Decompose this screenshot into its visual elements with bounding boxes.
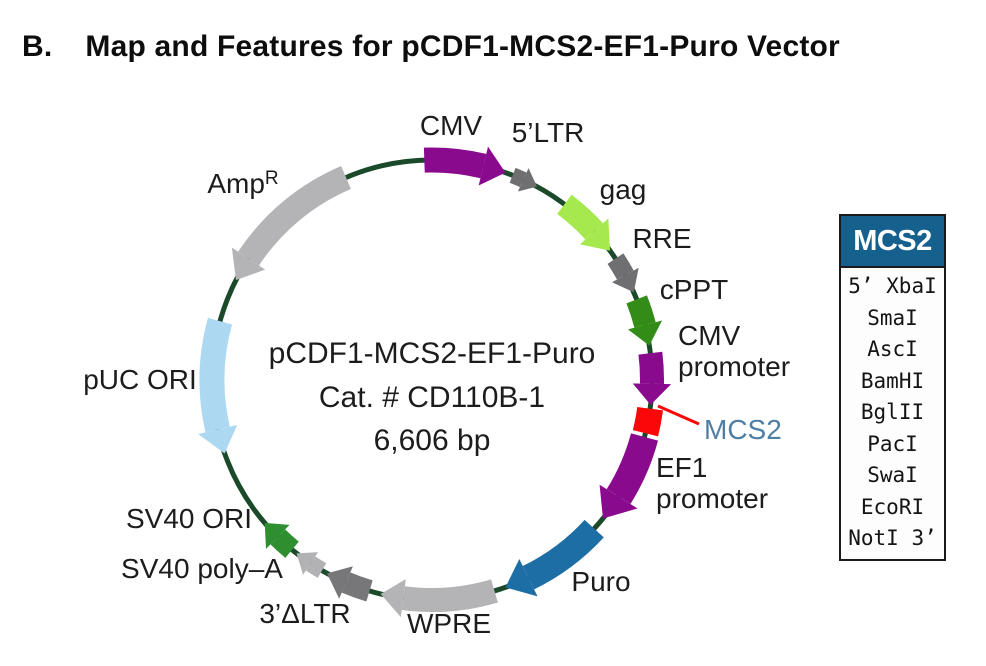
feature-arrowhead-cppt	[627, 320, 663, 346]
mcs2-site: PacI	[867, 431, 918, 456]
feature-arc-puc-ori	[199, 317, 233, 433]
plasmid-name: pCDF1-MCS2-EF1-Puro	[268, 337, 596, 370]
feature-label-cppt: cPPT	[659, 274, 729, 305]
feature-label-gag: gag	[599, 174, 647, 205]
figure-title: B. Map and Features for pCDF1-MCS2-EF1-Pu…	[22, 30, 840, 64]
mcs2-site: BglII	[860, 400, 925, 424]
mcs2-site: 5’ XbaI	[848, 274, 937, 298]
mcs2-leader-line	[657, 404, 700, 426]
feature-label-5ltr: 5’LTR	[511, 117, 585, 148]
feature-arrowhead-puc-ori	[198, 424, 238, 454]
feature-label-ampr: AmpR	[207, 168, 279, 199]
feature-label-cmv: CMV	[419, 110, 483, 141]
mcs2-site: SmaI	[867, 305, 918, 330]
feature-arrowhead-sv40-polya	[296, 552, 319, 575]
plasmid-size: 6,606 bp	[373, 424, 491, 457]
feature-arc-sv40-ori	[270, 529, 299, 558]
feature-label-puc-ori: pUC ORI	[83, 364, 197, 395]
feature-arrowhead-gag	[580, 218, 610, 251]
mcs2-site: NotI 3’	[848, 526, 937, 550]
feature-arrowhead-puro	[505, 559, 538, 597]
plasmid-center-text: pCDF1-MCS2-EF1-Puro Cat. # CD110B-1 6,60…	[269, 332, 596, 463]
feature-label-sv40-ori: SV40 ORI	[125, 503, 253, 534]
mcs2-site: EcoRI	[860, 494, 925, 519]
feature-arc-gag	[556, 194, 604, 240]
mcs2-site: AscI	[867, 337, 918, 361]
feature-label-mcs2: MCS2	[704, 414, 782, 445]
feature-arrowhead-3dltr	[327, 566, 353, 599]
feature-arrowhead-cmv	[478, 146, 506, 186]
feature-arc-3dltr	[341, 572, 373, 602]
feature-arc-ef1-promoter	[606, 433, 659, 504]
feature-arc-cppt	[626, 295, 656, 328]
mcs2-box: MCS2 5’ XbaI SmaI AscI BamHI BglII PacI SwaI Ec…	[839, 214, 946, 561]
mcs2-box-header: MCS2	[841, 216, 944, 268]
feature-label-superscript: R	[264, 168, 279, 189]
figure-index: B.	[22, 30, 53, 63]
feature-arrowhead-rre	[611, 267, 639, 293]
feature-arrowhead-5ltr	[517, 168, 537, 192]
feature-label-wpre: WPRE	[407, 608, 491, 639]
feature-label-3dltr: 3’ΔLTR	[259, 598, 351, 629]
feature-label-puro: Puro	[571, 566, 631, 597]
feature-arrowhead-sv40-ori	[264, 522, 290, 549]
feature-label-sv40-polya: SV40 poly–A	[121, 553, 283, 584]
feature-arrowhead-cmv-promoter	[632, 383, 672, 405]
feature-arc-sv40-polya	[305, 556, 327, 578]
feature-arrowhead-wpre	[380, 579, 406, 618]
figure-title-text: Map and Features for pCDF1-MCS2-EF1-Puro…	[85, 30, 840, 63]
feature-arrowhead-ampr	[231, 247, 266, 281]
feature-arc-mcs2-site	[632, 406, 664, 437]
feature-arc-cmv	[423, 147, 487, 179]
mcs2-site: SwaI	[867, 463, 918, 487]
plasmid-catalog: Cat. # CD110B-1	[318, 380, 546, 414]
feature-arrowhead-ef1-promoter	[599, 484, 638, 519]
feature-arc-ampr	[238, 165, 352, 266]
feature-arc-cmv-promoter	[638, 351, 664, 385]
feature-arc-wpre	[401, 579, 498, 612]
feature-arc-puro	[522, 519, 604, 590]
mcs2-site-list: 5’ XbaI SmaI AscI BamHI BglII PacI SwaI EcoRI No…	[841, 268, 944, 559]
feature-arc-5ltr	[509, 167, 527, 188]
mcs2-site: BamHI	[860, 368, 925, 393]
feature-arc-rre	[607, 253, 634, 280]
feature-label-rre: RRE	[632, 223, 692, 254]
